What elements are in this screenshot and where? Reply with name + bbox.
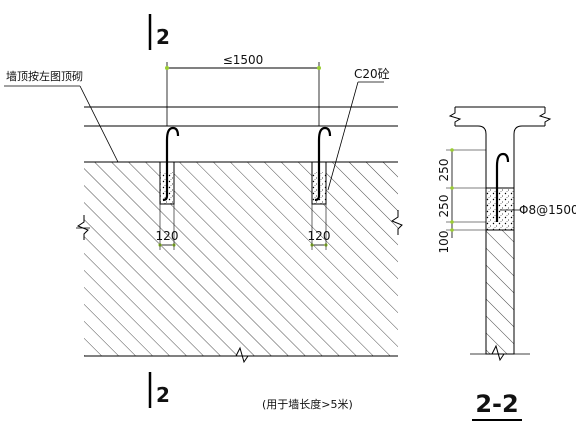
concrete-grade: C20砼 bbox=[354, 67, 390, 81]
pocket-width-left: 120 bbox=[156, 229, 179, 243]
section-view: 250 250 100 Φ8@1500 2-2 bbox=[437, 106, 576, 421]
pocket-width-right: 120 bbox=[308, 229, 331, 243]
wall-hatch bbox=[84, 162, 398, 356]
spacing-dimension: ≤1500 bbox=[223, 53, 264, 67]
section-wall-hatch bbox=[485, 229, 515, 355]
section-mark-top: 2 bbox=[156, 25, 170, 49]
bottom-break-line bbox=[235, 346, 249, 364]
section-title: 2-2 bbox=[475, 390, 518, 418]
dim-250-top: 250 bbox=[437, 159, 451, 182]
rebar-spec: Φ8@1500 bbox=[519, 203, 576, 217]
right-break-line bbox=[390, 210, 403, 235]
elevation-view: ≤1500 120 120 C20砼 墙顶按左图顶砌 2 2 (用于墙长度>5米… bbox=[4, 14, 403, 411]
rebar-hook-right bbox=[317, 126, 332, 196]
usage-note: (用于墙长度>5米) bbox=[262, 397, 353, 411]
dim-100: 100 bbox=[437, 231, 451, 254]
section-rebar-hook bbox=[495, 152, 510, 222]
section-mark-bottom: 2 bbox=[156, 383, 170, 407]
rebar-hook-left bbox=[165, 126, 180, 196]
wall-top-note: 墙顶按左图顶砌 bbox=[6, 69, 83, 83]
concrete-leader bbox=[327, 81, 359, 191]
dim-250-mid: 250 bbox=[437, 195, 451, 218]
section-pocket bbox=[485, 187, 515, 231]
